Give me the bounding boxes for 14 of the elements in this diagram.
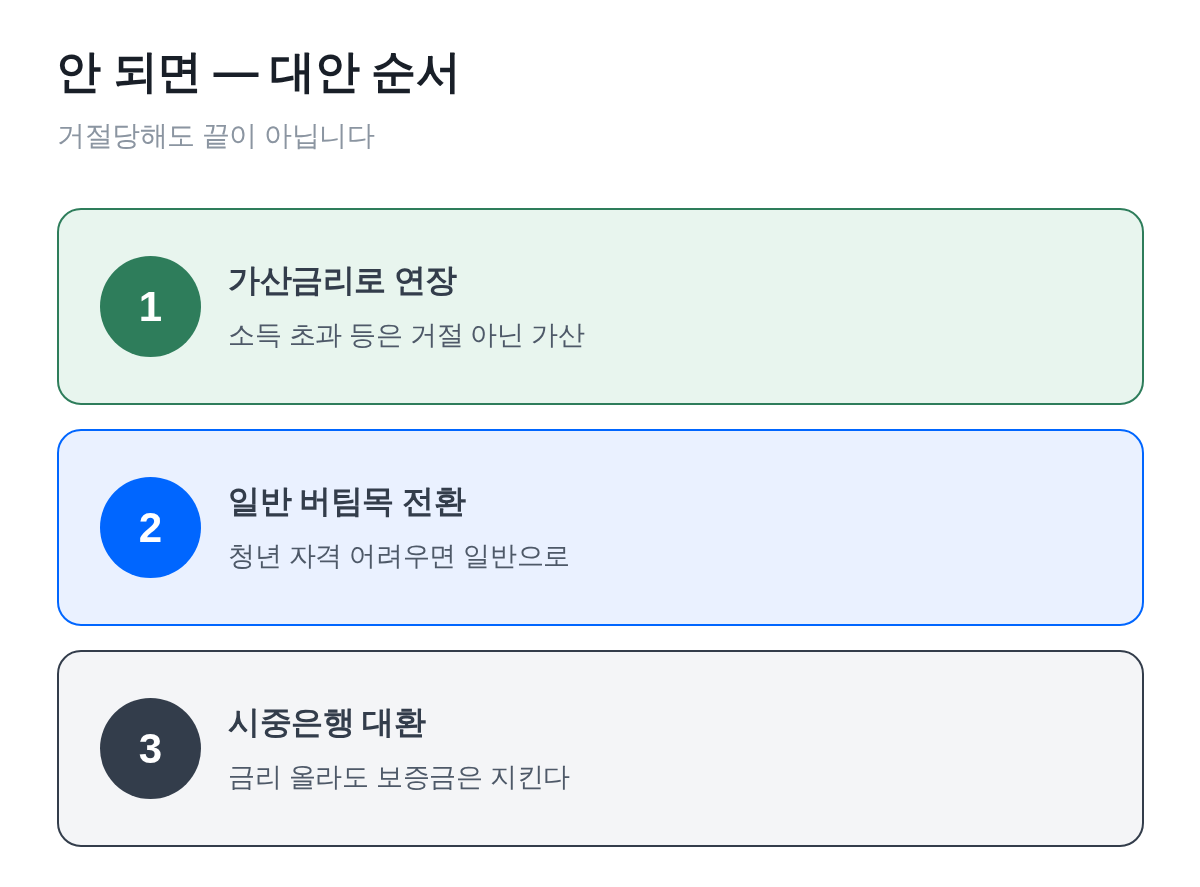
card-heading: 시중은행 대환 [228, 703, 426, 742]
card-text: 금리 올라도 보증금은 지킨다 [228, 761, 570, 794]
card-text: 청년 자격 어려우면 일반으로 [228, 540, 570, 573]
card-text: 소득 초과 등은 거절 아닌 가산 [228, 319, 585, 352]
number-circle: 3 [100, 698, 201, 799]
title: 안 되면 — 대안 순서 [56, 45, 460, 99]
card-heading: 일반 버팀목 전환 [228, 482, 466, 521]
step-card [57, 650, 1144, 847]
subtitle: 거절당해도 끝이 아닙니다 [57, 119, 375, 153]
step-card [57, 208, 1144, 405]
number-circle: 2 [100, 477, 201, 578]
step-card [57, 429, 1144, 626]
number-circle: 1 [100, 256, 201, 357]
card-heading: 가산금리로 연장 [228, 261, 457, 300]
